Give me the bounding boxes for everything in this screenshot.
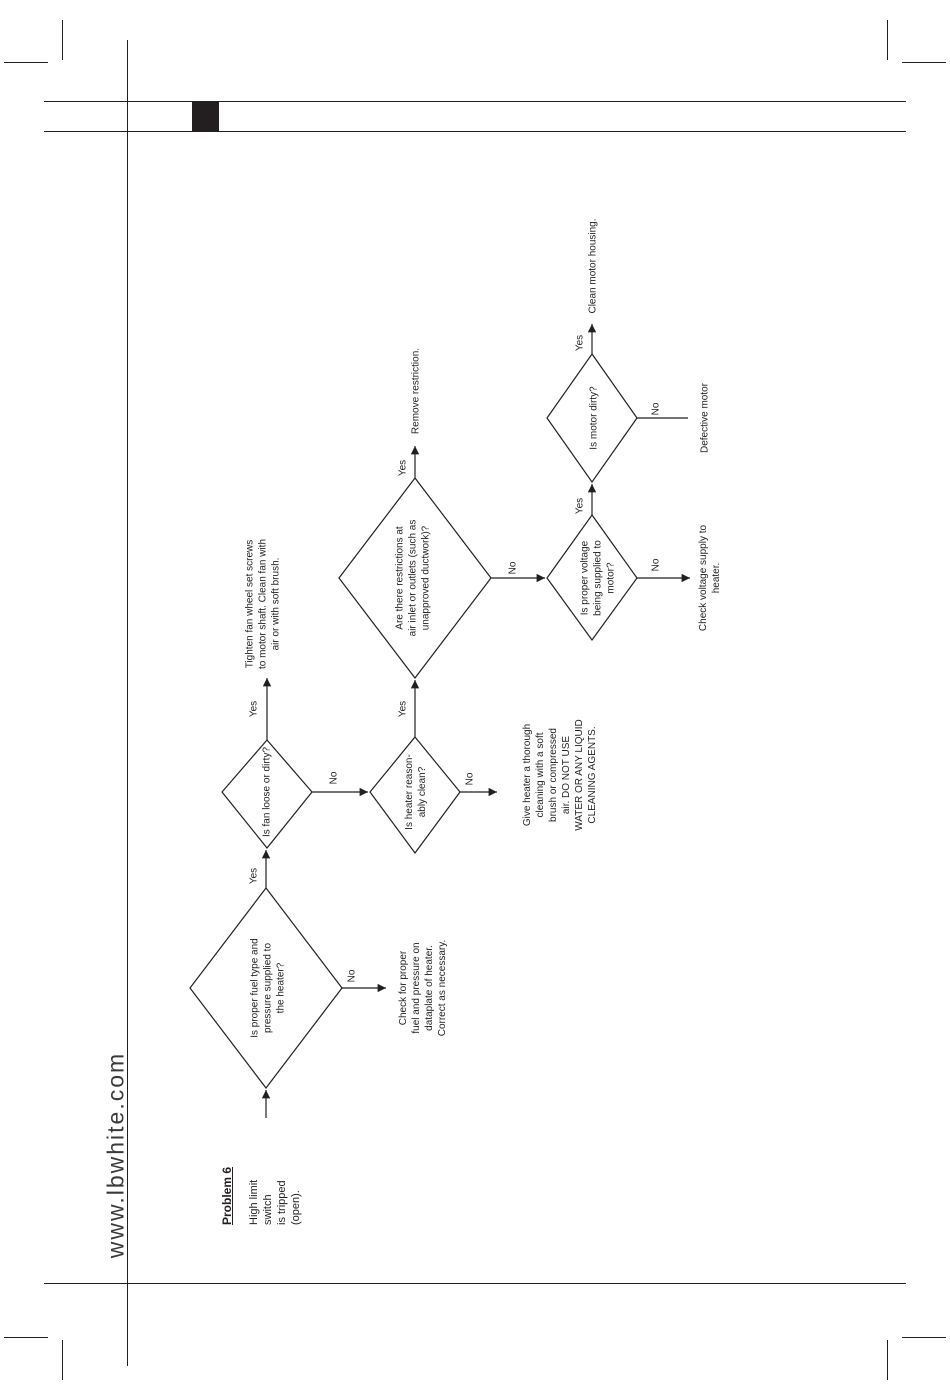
problem-title: Problem 6 <box>220 1166 234 1225</box>
action-clean-motor: Clean motor housing. <box>587 218 599 314</box>
decision-fuel-diamond <box>189 887 343 1089</box>
label-restrictions-no: No <box>507 561 519 575</box>
label-motor-yes: Yes <box>574 334 586 352</box>
action-give-cleaning: Give heater a thorough cleaning with a s… <box>522 719 598 831</box>
decision-motor-dirty-diamond <box>546 352 638 484</box>
crop-mark <box>887 20 888 60</box>
decision-fan-text: Is fan loose or dirty? <box>261 746 273 838</box>
label-clean-no: No <box>464 772 476 786</box>
section-tab <box>192 101 219 131</box>
crop-mark <box>887 1340 888 1380</box>
crop-mark <box>62 20 63 60</box>
header-rule-bottom <box>44 131 906 132</box>
crop-mark <box>62 1340 63 1380</box>
decision-restrictions-text: Are there restrictions at air inlet or o… <box>394 519 432 637</box>
action-remove-restriction: Remove restriction. <box>410 347 422 435</box>
label-clean-yes: Yes <box>397 700 409 718</box>
decision-motor-dirty-text: Is motor dirty? <box>588 386 600 450</box>
label-voltage-no: No <box>650 558 662 572</box>
label-motor-no: No <box>650 402 662 416</box>
decision-voltage-diamond <box>546 513 638 642</box>
label-voltage-yes: Yes <box>574 497 586 515</box>
action-check-fuel: Check for proper fuel and pressure on da… <box>398 939 448 1037</box>
crop-mark <box>902 1337 946 1338</box>
action-defective-motor: Defective motor <box>699 382 711 454</box>
decision-fan-diamond <box>221 739 313 849</box>
action-check-voltage: Check voltage supply to heater. <box>698 524 722 632</box>
crop-mark <box>4 1337 48 1338</box>
header-rule-top <box>44 101 906 102</box>
decision-clean-diamond <box>369 736 461 855</box>
crop-mark <box>4 62 48 63</box>
action-tighten-fan: Tighten fan wheel set screws to motor sh… <box>244 538 282 670</box>
decision-voltage-text: Is proper voltage being supplied to moto… <box>579 540 617 616</box>
decision-fuel-text: Is proper fuel type and pressure supplie… <box>249 938 287 1038</box>
footer-rule <box>44 1283 906 1284</box>
label-fan-no: No <box>328 771 340 785</box>
problem-block: Problem 6 High limit switch is tripped (… <box>208 1149 316 1225</box>
decision-restrictions-diamond <box>338 477 492 679</box>
label-fuel-no: No <box>346 969 358 983</box>
left-margin-rule <box>127 40 128 1366</box>
crop-mark <box>902 62 946 63</box>
problem-description: High limit switch is tripped (open). <box>248 1179 302 1225</box>
decision-clean-text: Is heater reason- ably clean? <box>404 754 428 830</box>
label-restrictions-yes: Yes <box>397 459 409 477</box>
label-fuel-yes: Yes <box>248 867 260 885</box>
label-fan-yes: Yes <box>248 700 260 718</box>
